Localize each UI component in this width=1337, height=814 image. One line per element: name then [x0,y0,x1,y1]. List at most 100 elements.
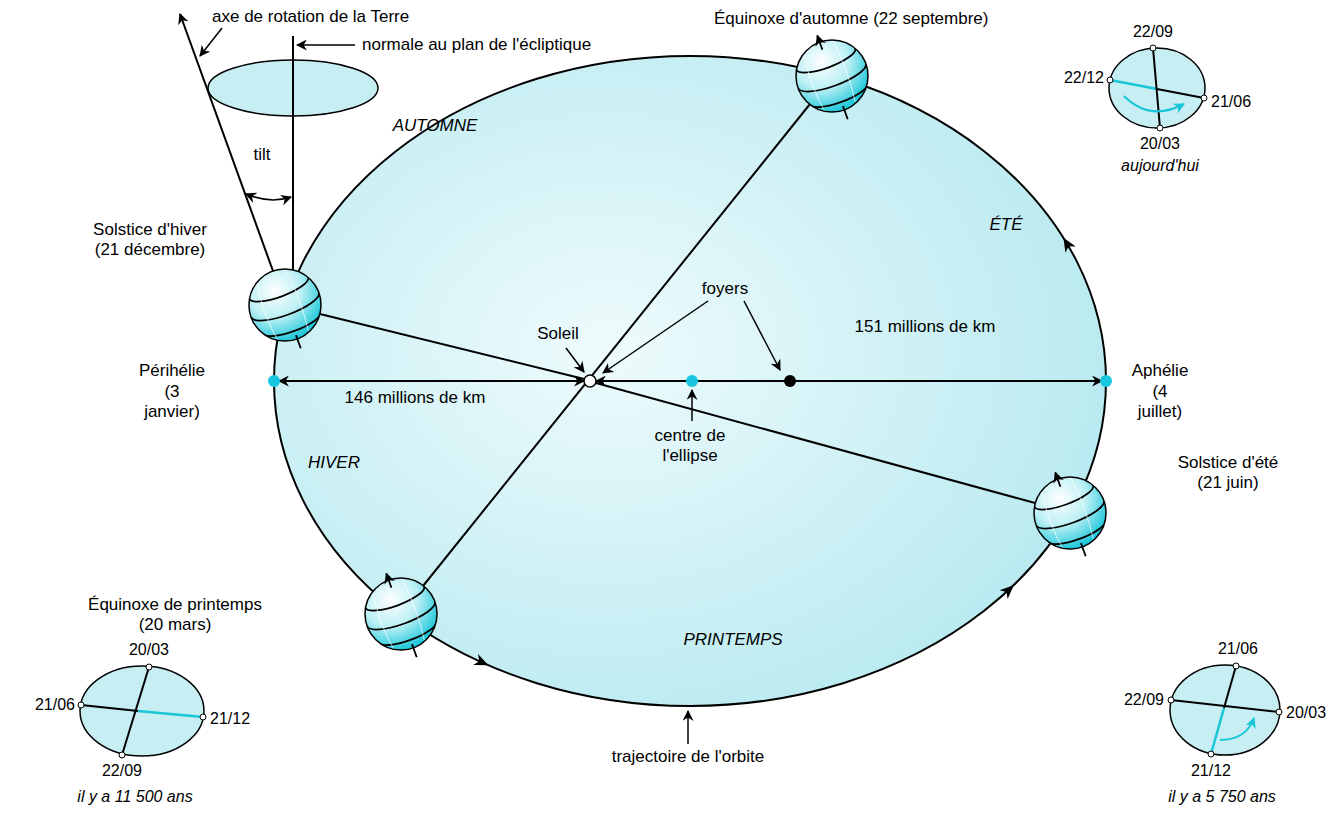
label: il y a 11 500 ans [77,787,192,806]
orbit-arrows [473,235,1076,671]
earth-outline [1034,477,1106,549]
label: Aphélie (4 juillet) [1130,361,1190,422]
mini-point [78,702,84,708]
earth-lines [1024,467,1116,559]
label: centre de l'ellipse [653,426,727,467]
ecliptic-disc [208,60,378,116]
label: axe de rotation de la Terre [212,7,409,27]
earth-body [249,269,321,341]
orbit-arrowhead [1058,235,1075,253]
mini-line [1110,80,1157,89]
mini-point [119,752,125,758]
axis-stub [1055,473,1060,487]
earth-outline [796,40,868,112]
mini-point [146,664,152,670]
label: AUTOMNE [393,116,478,136]
axis-stub [843,106,848,119]
label: HIVER [308,453,360,473]
label: Équinoxe d'automne (22 septembre) [714,9,988,29]
axis-stub [412,644,417,657]
mini-arrow [1220,718,1254,740]
season-mini-diagram [78,664,206,758]
label: 22/09 [1124,690,1164,709]
axis-stub [817,36,822,50]
leader-line [297,44,355,46]
label: Périhélie (3 janvier) [137,361,207,422]
season-mini-diagram [1168,663,1282,757]
label: Solstice d'été (21 juin) [1176,453,1280,494]
distance-arrow [279,380,584,382]
label: 21/12 [210,709,250,728]
label: Soleil [537,324,579,344]
mini-line [138,711,203,717]
mini-point [1168,697,1174,703]
orbit-ellipse [274,56,1106,706]
mini-orbit [80,666,204,756]
label: trajectoire de l'orbite [612,747,765,767]
sun-line [320,314,584,379]
mini-line [81,705,138,711]
leader-line [603,301,708,373]
earth-globe [786,30,878,122]
label: ÉTÉ [989,215,1022,235]
mini-line [1157,89,1204,98]
label: 21/06 [1211,92,1251,111]
normal-line [292,36,294,270]
latitude-line [798,64,869,98]
latitude-line [367,602,438,636]
earth-lines [1024,467,1116,559]
mini-point [1233,663,1239,669]
label: 22/09 [1133,22,1173,41]
mini-point [1201,95,1207,101]
earth-lines [239,259,331,351]
earth-outline [365,578,437,650]
mini-point [1157,125,1163,131]
label: 22/09 [102,761,142,780]
leader-line [687,711,689,744]
label: 21/06 [1218,639,1258,658]
mini-line [1224,666,1236,708]
mini-point [200,714,206,720]
label: il y a 5 750 ans [1168,787,1276,806]
earth-lines [239,259,331,351]
mini-arrow [1124,96,1184,111]
label: 20/03 [1286,703,1326,722]
label: 22/12 [1064,68,1104,87]
perihelion-dot [268,375,280,387]
label: foyers [702,279,748,299]
mini-point [1208,751,1214,757]
earth-lines [355,568,447,660]
earth-globe [355,568,447,660]
leader-line [691,390,693,421]
label: 20/03 [129,640,169,659]
label: normale au plan de l'écliptique [362,35,591,55]
axis-stub [1081,543,1086,556]
mini-point [1107,77,1113,83]
focus-dot [784,375,796,387]
mini-line [122,667,149,755]
mini-line [1153,48,1160,128]
leader-line [566,348,584,372]
leader-line [200,28,222,56]
label: 21/06 [35,695,75,714]
sun-dot [584,375,596,387]
sun-line [596,383,1035,503]
leader-line [744,301,780,370]
mini-point [1150,45,1156,51]
label: Équinoxe de printemps (20 mars) [87,595,264,636]
aphelion-dot [1100,375,1112,387]
label: Solstice d'hiver (21 décembre) [92,220,209,261]
label: tilt [254,145,271,165]
distance-arrow [596,380,1102,382]
earth-outline [249,269,321,341]
latitude-line [251,293,322,327]
label: aujourd'hui [1121,156,1199,175]
center-dot [686,375,698,387]
label: 20/03 [1140,134,1180,153]
latitude-line [1036,501,1107,535]
tilt-arc [246,194,291,200]
label: 151 millions de km [855,317,996,337]
axis-stub [386,574,391,588]
earth-body [1034,477,1106,549]
